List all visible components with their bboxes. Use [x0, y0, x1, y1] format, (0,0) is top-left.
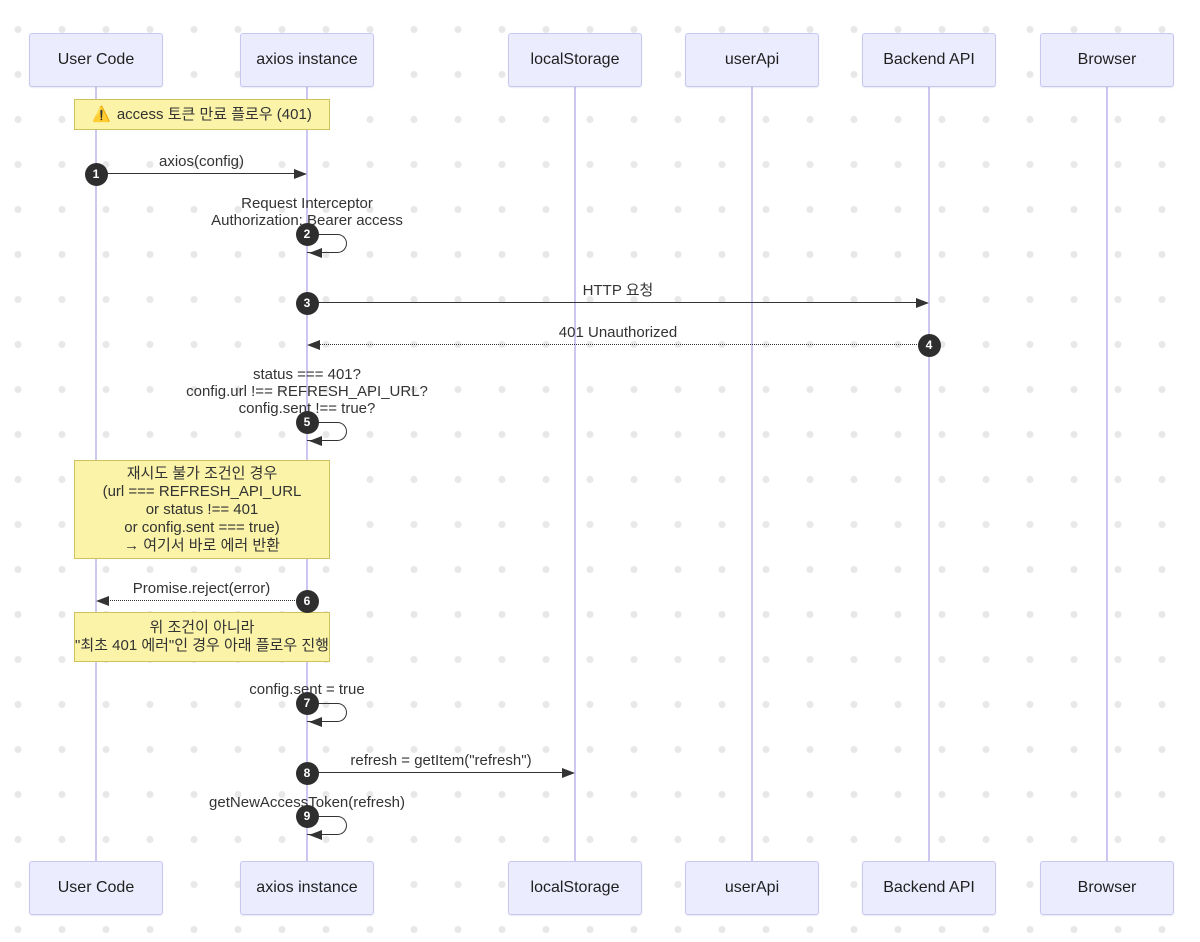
participant-label: Backend API	[883, 51, 975, 68]
message-label: Promise.reject(error)	[132, 580, 271, 597]
message-label: refresh = getItem("refresh")	[350, 752, 532, 769]
message-label-line: getNewAccessToken(refresh)	[209, 794, 405, 811]
participant-label: userApi	[724, 879, 780, 896]
participant-label: axios instance	[256, 879, 358, 896]
note: 위 조건이 아니라"최초 401 에러"인 경우 아래 플로우 진행	[74, 612, 330, 662]
sequence-number-badge: 5	[295, 410, 319, 434]
message-line	[307, 302, 917, 303]
self-loop-arrow	[307, 816, 347, 835]
arrowhead-icon	[309, 436, 322, 446]
message-line	[319, 344, 929, 345]
message-label-line: config.sent !== true?	[238, 400, 376, 417]
warning-icon: ⚠️	[92, 105, 111, 123]
sequence-number-badge: 9	[295, 804, 319, 828]
arrowhead-icon	[307, 340, 320, 350]
lifeline-local-storage	[574, 87, 576, 861]
message-line	[307, 772, 563, 773]
sequence-number-badge: 2	[295, 222, 319, 246]
message-label-line: config.sent = true	[249, 681, 365, 698]
lifeline-user-api	[751, 87, 753, 861]
participant-bottom-user-code: User Code	[29, 861, 163, 915]
arrowhead-icon	[309, 248, 322, 258]
sequence-number-badge: 8	[295, 761, 319, 785]
participant-label: userApi	[724, 51, 780, 68]
message-line	[108, 600, 307, 601]
self-loop-arrow	[307, 703, 347, 722]
arrowhead-icon	[562, 768, 575, 778]
note-line: or status !== 401	[145, 500, 259, 518]
message-line	[96, 173, 295, 174]
participant-bottom-local-storage: localStorage	[508, 861, 642, 915]
note-line: → 여기서 바로 에러 반환	[124, 536, 280, 554]
note-line: 재시도 불가 조건인 경우	[126, 464, 278, 482]
message-label: status === 401?config.url !== REFRESH_AP…	[186, 366, 428, 417]
participant-top-user-code: User Code	[29, 33, 163, 87]
self-loop-arrow	[307, 234, 347, 253]
lifeline-browser	[1106, 87, 1108, 861]
arrowhead-icon	[96, 596, 109, 606]
participant-top-local-storage: localStorage	[508, 33, 642, 87]
participant-label: Backend API	[883, 879, 975, 896]
participant-label: User Code	[57, 51, 135, 68]
message-label: axios(config)	[158, 153, 245, 170]
arrowhead-icon	[309, 830, 322, 840]
participant-bottom-browser: Browser	[1040, 861, 1174, 915]
participant-label: localStorage	[530, 51, 620, 68]
message-label-line: Authorization: Bearer access	[211, 212, 403, 229]
lifeline-backend-api	[928, 87, 930, 861]
participant-label: Browser	[1077, 51, 1137, 68]
message-label: getNewAccessToken(refresh)	[209, 794, 405, 811]
participant-top-user-api: userApi	[685, 33, 819, 87]
note-text: access 토큰 만료 플로우 (401)	[116, 105, 312, 123]
note-line: or config.sent === true)	[124, 518, 280, 536]
sequence-number-badge: 4	[917, 333, 941, 357]
sequence-number-badge: 1	[84, 162, 108, 186]
message-label-line: config.url !== REFRESH_API_URL?	[186, 383, 428, 400]
participant-top-backend-api: Backend API	[862, 33, 996, 87]
sequence-number-badge: 6	[295, 589, 319, 613]
participant-top-browser: Browser	[1040, 33, 1174, 87]
message-label-line: status === 401?	[252, 366, 361, 383]
participant-top-axios-instance: axios instance	[240, 33, 374, 87]
participant-bottom-backend-api: Backend API	[862, 861, 996, 915]
arrowhead-icon	[309, 717, 322, 727]
note-line: "최초 401 에러"인 경우 아래 플로우 진행	[75, 637, 329, 654]
arrowhead-icon	[916, 298, 929, 308]
note-line: 위 조건이 아니라	[149, 619, 255, 636]
participant-bottom-user-api: userApi	[685, 861, 819, 915]
participant-label: Browser	[1077, 879, 1137, 896]
participant-label: localStorage	[530, 879, 620, 896]
note-line: ⚠️ access 토큰 만료 플로우 (401)	[92, 106, 312, 124]
note: ⚠️ access 토큰 만료 플로우 (401)	[74, 99, 330, 130]
message-label-line: Request Interceptor	[241, 195, 373, 212]
message-label: 401 Unauthorized	[558, 324, 678, 341]
self-loop-arrow	[307, 422, 347, 441]
sequence-number-badge: 3	[295, 291, 319, 315]
participant-label: User Code	[57, 879, 135, 896]
message-label: HTTP 요청	[582, 282, 654, 299]
arrowhead-icon	[294, 169, 307, 179]
message-label: config.sent = true	[249, 681, 365, 698]
participant-label: axios instance	[256, 51, 358, 68]
sequence-number-badge: 7	[295, 691, 319, 715]
participant-bottom-axios-instance: axios instance	[240, 861, 374, 915]
note-line: (url === REFRESH_API_URL	[102, 482, 302, 500]
